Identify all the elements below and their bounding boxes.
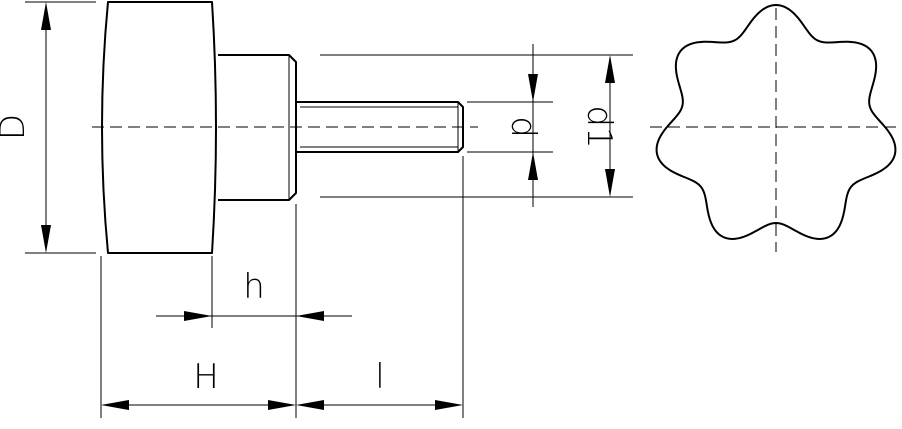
extension-lines bbox=[25, 1, 633, 418]
label-H: H bbox=[193, 357, 219, 397]
label-d1: d1 bbox=[579, 105, 619, 148]
knob-side-view bbox=[101, 1, 464, 254]
dimension-h: h bbox=[156, 267, 352, 321]
label-h: h bbox=[243, 267, 265, 307]
dimension-l: l bbox=[296, 357, 463, 410]
dimension-d1: d1 bbox=[579, 55, 619, 197]
dimension-d: d bbox=[503, 44, 543, 207]
knob-body bbox=[101, 1, 217, 254]
knob-front-view bbox=[650, 4, 900, 252]
dimension-H: H bbox=[101, 357, 296, 410]
label-D: D bbox=[0, 114, 33, 140]
label-l: l bbox=[375, 357, 384, 397]
label-d: d bbox=[503, 116, 543, 138]
dimension-D: D bbox=[0, 2, 51, 253]
star-knob-outline bbox=[655, 4, 897, 240]
